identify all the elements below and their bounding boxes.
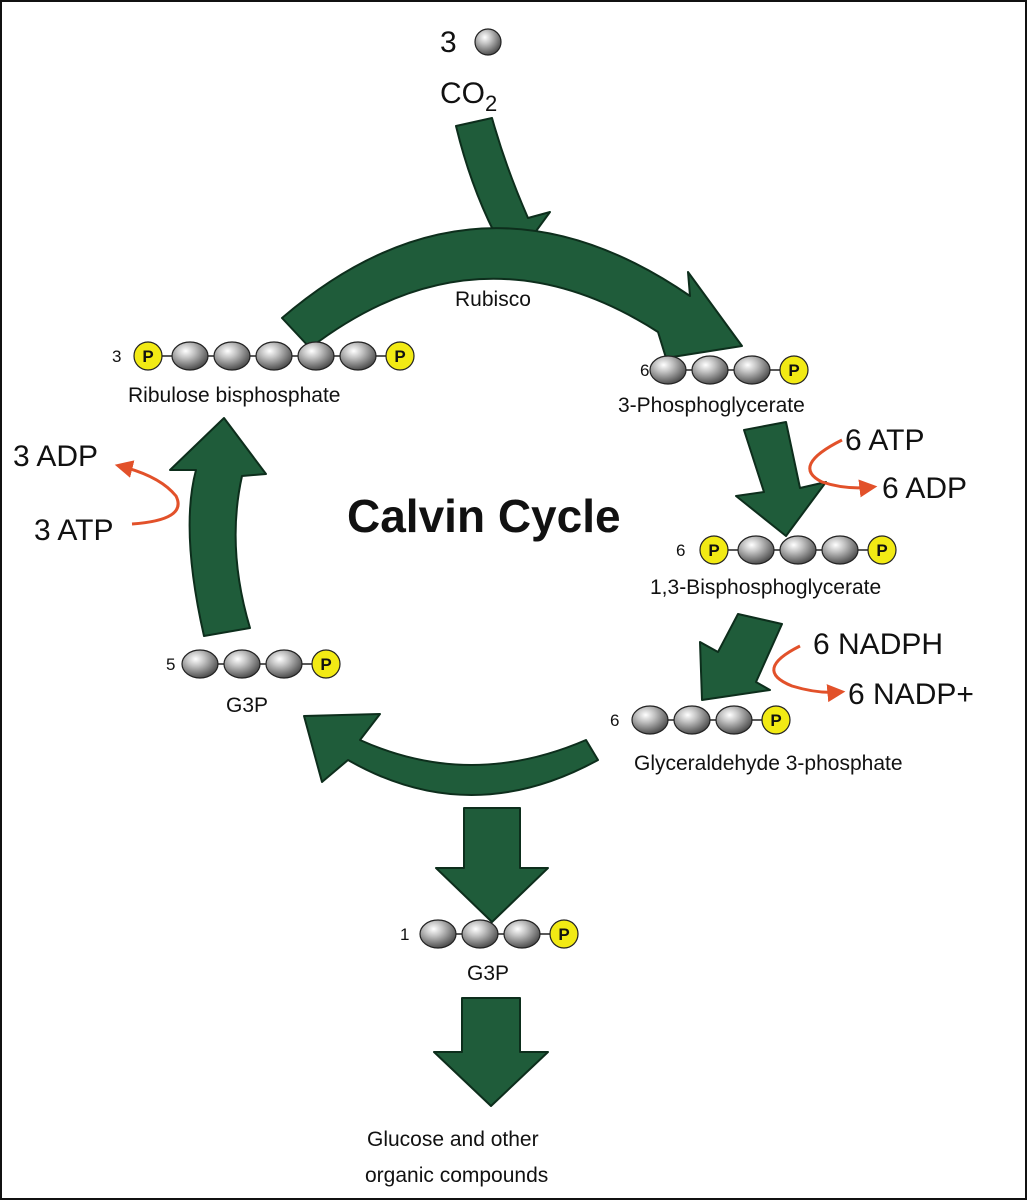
- carbon-atom: [297, 341, 335, 371]
- phosphate-group: [867, 535, 897, 565]
- co2-input: 3 CO2: [440, 26, 502, 116]
- atp-adp-arrow: [808, 438, 878, 498]
- carbon-atom: [339, 341, 377, 371]
- ribulose-bisphosphate-label: Ribulose bisphosphate: [128, 384, 340, 407]
- regen-adp-label: 3 ADP: [13, 440, 98, 473]
- phosphate-group: [133, 341, 163, 371]
- carbon-atom: [255, 341, 293, 371]
- phosphate-group: [549, 919, 579, 949]
- carbon-atom: [503, 919, 541, 949]
- g3p-exported-label: G3P: [467, 962, 509, 985]
- molecule-count: 6: [676, 541, 685, 560]
- co2-label: CO2: [440, 77, 497, 116]
- carbon-atom: [715, 705, 753, 735]
- molecule-count: 5: [166, 655, 175, 674]
- molecule-count: 6: [610, 711, 619, 730]
- carbon-atom: [461, 919, 499, 949]
- rubisco-label: Rubisco: [455, 288, 531, 311]
- carbon-atom: [649, 355, 687, 385]
- phosphate-label: P: [876, 541, 887, 560]
- phosphate-group: [761, 705, 791, 735]
- molecule-count: 1: [400, 925, 409, 944]
- phosphorylation-arrow: [735, 421, 827, 537]
- molecule-ribulose-bisphosphate: 3 P P: [112, 341, 415, 371]
- phosphate-group: [385, 341, 415, 371]
- phosphate-label: P: [142, 347, 153, 366]
- phosphate-label: P: [320, 655, 331, 674]
- molecule-count: 6: [640, 361, 649, 380]
- phosphate-group: [311, 649, 341, 679]
- atp-label: 6 ATP: [845, 424, 924, 457]
- 3-phosphoglycerate-label: 3-Phosphoglycerate: [618, 394, 805, 417]
- phosphate-group: [779, 355, 809, 385]
- carbon-atom: [733, 355, 771, 385]
- carbon-atom: [631, 705, 669, 735]
- molecule-1-3-bisphosphoglycerate: 6 P P: [676, 535, 897, 565]
- g3p-recycled-label: G3P: [226, 694, 268, 717]
- nadp-label: 6 NADP+: [848, 678, 974, 711]
- regeneration-arrow: [169, 417, 267, 637]
- carbon-atom: [673, 705, 711, 735]
- output-line-2: organic compounds: [365, 1164, 548, 1187]
- glyceraldehyde-3-phosphate-label: Glyceraldehyde 3-phosphate: [634, 752, 903, 775]
- 1-3-bisphosphoglycerate-label: 1,3-Bisphosphoglycerate: [650, 576, 881, 599]
- carbon-atom: [691, 355, 729, 385]
- cofactor-arrows: [114, 438, 878, 703]
- phosphate-label: P: [788, 361, 799, 380]
- carboxylation-arc-arrow: [281, 227, 743, 359]
- carbon-atom: [171, 341, 209, 371]
- carbon-atom: [779, 535, 817, 565]
- export-arrow: [435, 807, 549, 923]
- carbon-atom: [419, 919, 457, 949]
- phosphate-label: P: [394, 347, 405, 366]
- co2-count: 3: [440, 26, 457, 59]
- carbon-atom: [265, 649, 303, 679]
- glucose-output-arrow: [433, 997, 549, 1107]
- nadph-nadp-arrow: [772, 644, 846, 703]
- atp-adp-regen-arrow: [114, 460, 180, 526]
- carbon-atom: [821, 535, 859, 565]
- recycle-arc-arrow: [303, 713, 599, 796]
- reduction-arrow: [699, 613, 783, 701]
- carbon-atom: [737, 535, 775, 565]
- carbon-atom: [213, 341, 251, 371]
- phosphate-label: P: [708, 541, 719, 560]
- output-line-1: Glucose and other: [367, 1128, 539, 1151]
- molecule-count: 3: [112, 347, 121, 366]
- green-flow-arrows: [169, 117, 827, 1107]
- diagram-title: Calvin Cycle: [347, 490, 621, 542]
- phosphate-label: P: [558, 925, 569, 944]
- adp-label: 6 ADP: [882, 472, 967, 505]
- nadph-label: 6 NADPH: [813, 628, 943, 661]
- phosphate-group: [699, 535, 729, 565]
- phosphate-label: P: [770, 711, 781, 730]
- regen-atp-label: 3 ATP: [34, 514, 113, 547]
- carbon-atom: [181, 649, 219, 679]
- co2-carbon-icon: [474, 28, 502, 56]
- carbon-atom: [223, 649, 261, 679]
